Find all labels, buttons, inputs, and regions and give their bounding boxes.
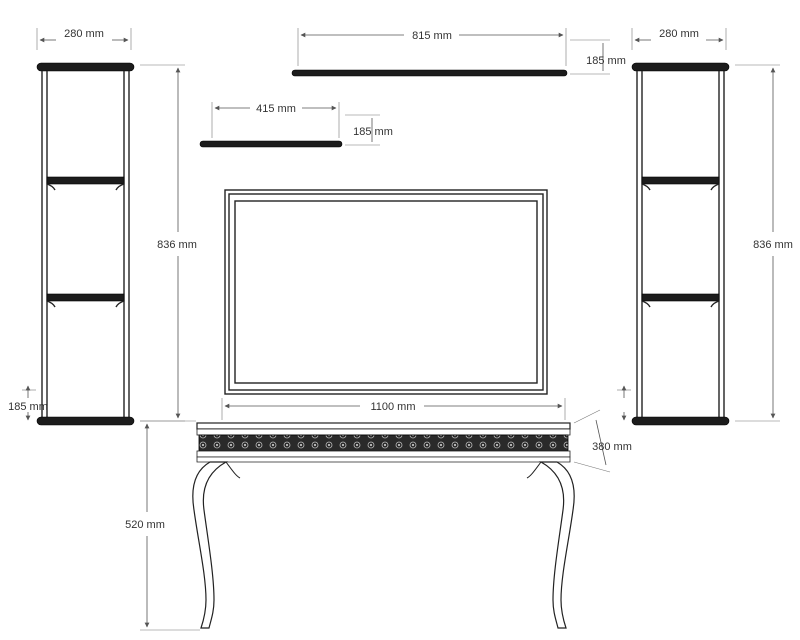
right-shelf-bracket-1 (641, 183, 720, 191)
console-height-label: 520 mm (125, 519, 165, 531)
right-shelf-bracket-2 (641, 300, 720, 308)
console-width-dimension: 1100 mm (221, 398, 566, 420)
console-apron-rail (196, 456, 571, 463)
console-top-edge (196, 428, 571, 436)
right-shelf-width-dimension: 280 mm (631, 28, 727, 50)
mirror-outer-frame (224, 189, 548, 395)
ext-line (573, 409, 601, 424)
left-shelf-width-dimension: 280 mm (36, 28, 132, 50)
long-shelf-width-label: 815 mm (412, 30, 452, 42)
console-carved-apron (198, 434, 569, 452)
left-shelf-height-dimension: 836 mm (140, 64, 197, 422)
short-shelf-width-label: 415 mm (256, 103, 296, 115)
right-shelf-height-label: 836 mm (753, 239, 793, 251)
left-shelf-board-2 (46, 293, 125, 302)
short-shelf-gap-label: 185 mm (353, 126, 393, 138)
left-shelf-gap-label: 185 mm (8, 401, 48, 413)
left-tall-shelf (36, 62, 135, 426)
long-shelf-board (291, 69, 568, 77)
left-shelf-gap-dimension: 185 mm (8, 385, 48, 421)
dim-line (595, 419, 607, 466)
wall-mirror (224, 189, 548, 395)
short-shelf-gap-dimension: 185 mm (345, 114, 393, 146)
right-shelf-bottom-board (631, 416, 730, 426)
console-apron-bottom (196, 450, 571, 458)
console-right-leg-scroll (526, 461, 542, 479)
long-shelf-width-dimension: 815 mm (297, 28, 567, 66)
short-shelf-width-dimension: 415 mm (211, 102, 340, 138)
console-table (192, 422, 575, 629)
console-depth-label: 380 mm (592, 441, 632, 453)
mirror-glass (234, 200, 538, 384)
right-shelf-board-2 (641, 293, 720, 302)
console-depth-dimension: 380 mm (573, 409, 632, 473)
short-wall-shelf (199, 140, 343, 148)
left-shelf-bracket-2 (46, 300, 125, 308)
right-shelf-gap-dimension (617, 385, 631, 421)
right-shelf-top-board (631, 62, 730, 72)
left-shelf-height-label: 836 mm (157, 239, 197, 251)
short-shelf-board (199, 140, 343, 148)
console-left-leg (192, 461, 229, 629)
long-wall-shelf (291, 69, 568, 77)
console-left-leg-scroll (225, 461, 241, 479)
long-shelf-gap-dimension: 185 mm (570, 39, 626, 75)
ext-line (573, 461, 611, 473)
mirror-mid-frame (228, 193, 544, 391)
right-shelf-height-dimension: 836 mm (735, 64, 793, 422)
long-shelf-gap-label: 185 mm (586, 55, 626, 67)
left-shelf-width-label: 280 mm (64, 28, 104, 40)
right-shelf-width-label: 280 mm (659, 28, 699, 40)
console-height-dimension: 520 mm (125, 420, 200, 631)
right-shelf-board-1 (641, 176, 720, 185)
right-tall-shelf (631, 62, 730, 426)
console-top (196, 422, 571, 430)
console-right-leg (538, 461, 575, 629)
console-width-label: 1100 mm (370, 401, 415, 413)
left-shelf-top-board (36, 62, 135, 72)
left-shelf-board-1 (46, 176, 125, 185)
left-shelf-bottom-board (36, 416, 135, 426)
left-shelf-bracket-1 (46, 183, 125, 191)
